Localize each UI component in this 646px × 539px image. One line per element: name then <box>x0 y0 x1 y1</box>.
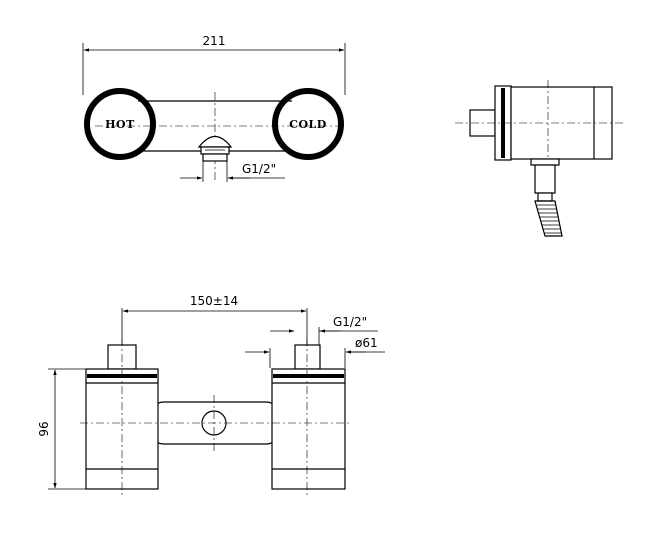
spout-thread <box>202 153 228 162</box>
side-view <box>455 80 625 237</box>
spout-outlet <box>197 135 233 148</box>
dimension-connection-thread: G1/2" <box>333 315 367 329</box>
front-view: 150±14 G1/2" ø61 96 <box>37 294 385 495</box>
right-body <box>271 368 346 490</box>
dimension-overall-width: 211 <box>203 34 226 48</box>
hot-knob <box>84 88 156 160</box>
cold-label: COLD <box>289 118 327 131</box>
top-view: 211 HOT COLD G1/2" <box>82 34 346 182</box>
spout-nut <box>200 146 230 155</box>
cold-knob <box>272 88 344 160</box>
hose-fitting <box>534 164 556 194</box>
dimension-height: 96 <box>37 421 51 436</box>
hose <box>534 200 563 237</box>
dimension-inlet-thread: G1/2" <box>242 162 276 176</box>
dimension-centers: 150±14 <box>190 294 238 308</box>
dimension-body-diameter: ø61 <box>355 336 378 350</box>
right-inlet-connector <box>294 344 321 370</box>
hot-label: HOT <box>105 118 135 131</box>
